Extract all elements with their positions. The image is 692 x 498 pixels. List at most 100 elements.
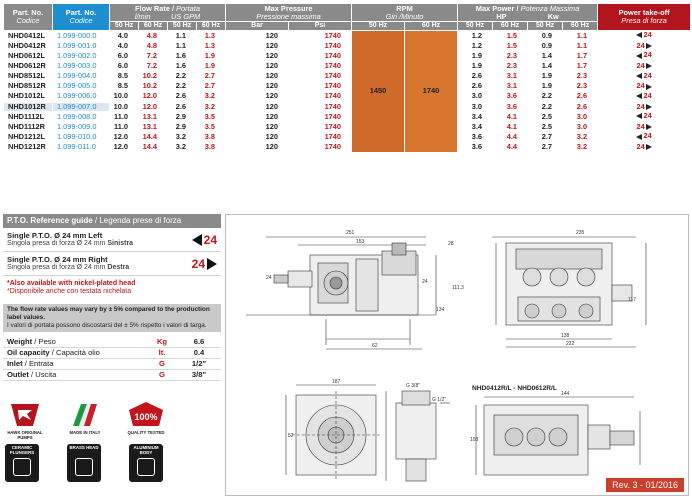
drawing-subtitle: NHD0412R/L - NHD0612R/L [472,385,557,392]
cell-l50: 10.0 [113,102,128,111]
cell-psi: 1740 [324,41,342,50]
svg-text:100%: 100% [134,412,157,422]
rpm-50hz: 1450 [352,31,405,152]
cell-l50: 4.0 [117,41,128,50]
pto-guide-header: P.T.O. Reference guide / Legenda prese d… [3,214,221,228]
cell-kw50: 0.9 [541,41,553,50]
cell-l60: 4.8 [146,41,157,50]
cell-code: 1.099-009.0 [57,122,97,131]
cell-psi: 1740 [324,71,342,81]
cell-code: 1.099-004.0 [57,71,97,81]
cell-kw60: 3.2 [576,132,588,141]
cell-pto: 24 [598,92,690,102]
cell-l50: 12.0 [113,132,128,141]
cell-kw50: 0.9 [541,31,553,40]
ceramic-badge: CERAMIC PLUNGERS [5,444,39,482]
dimension-label: 24 [266,275,272,281]
rpm-60hz: 1740 [405,31,458,152]
cell-hp60: 3.6 [506,102,518,111]
sub-50hz: 50 Hz [458,22,493,30]
cell-kw60: 1.7 [576,62,588,70]
cell-bar: 120 [265,122,278,131]
cell-hp50: 3.6 [471,132,483,141]
cell-pn: NHD0612R [8,62,46,70]
cell-kw60: 3.0 [576,122,588,131]
cell-code: 1.099-003.0 [57,62,97,70]
cell-psi: 1740 [324,112,342,121]
cell-code: 1.099-008.0 [57,112,97,121]
cell-hp60: 3.1 [506,71,518,81]
cell-g50: 2.2 [175,71,186,81]
quality-badge: 100% QUALITY TESTED [123,400,169,436]
cell-bar: 120 [265,102,278,111]
cell-hp60: 4.4 [506,132,518,141]
dimension-label: 103 [470,437,479,443]
cell-bar: 120 [265,132,278,141]
cell-l60: 7.2 [146,62,157,70]
dimension-label: 235 [576,230,585,236]
nickel-note: *Also available with nickel-plated head … [7,280,136,296]
cell-kw50: 2.5 [541,112,553,121]
cell-hp50: 1.9 [471,51,483,60]
quality-seal-icon: 100% [129,402,163,426]
cell-l60: 10.2 [142,82,157,91]
cell-kw60: 2.3 [576,71,588,81]
cell-g50: 2.9 [175,112,186,121]
cell-psi: 1740 [324,132,342,141]
cell-l60: 13.1 [142,122,157,131]
cell-kw60: 1.1 [576,41,588,50]
cell-l60: 7.2 [146,51,157,60]
cell-kw50: 2.2 [541,102,553,111]
cell-hp50: 1.9 [471,62,483,70]
cell-code: 1.099-001.0 [57,41,97,50]
pto-left-icon [636,93,643,99]
brass-badge: BRASS HEAD [67,444,101,482]
cell-pto: 24 [598,103,690,112]
flow-note: The flow rate values may vary by ± 5% co… [3,304,221,333]
cell-g60: 2.7 [204,71,215,81]
dimension-label: 134 [436,307,445,313]
sub-60hz: 60 Hz [197,22,225,30]
cell-l50: 4.0 [117,31,128,40]
cell-hp60: 4.1 [506,112,518,121]
cell-kw50: 2.5 [541,122,553,131]
spec-table: Part. No.Codice Part. No.Codice Flow Rat… [3,3,691,153]
pto-left-icon [636,133,643,140]
pto-right-icon [645,83,652,90]
cell-code: 1.099-000.0 [57,31,97,40]
cell-hp60: 2.3 [506,51,518,60]
cell-l50: 8.5 [117,71,128,81]
dimension-label: 117 [628,297,636,303]
cell-pto: 24 [598,82,690,91]
italy-flag-icon [73,403,97,427]
cell-pto: 24 [598,123,690,132]
cell-pto: 24 [598,72,690,82]
cell-code: 1.099-002.0 [57,51,97,60]
pto-left-symbol: 24 [191,233,217,247]
plungers-icon [13,458,31,476]
cell-pto: 24 [598,51,690,61]
cell-pto: 24 [598,62,690,71]
dimension-label: 24 [422,279,428,285]
cell-l60: 12.0 [142,91,157,101]
cell-kw50: 2.2 [541,91,553,101]
cell-l60: 14.4 [142,143,157,151]
dimension-label: 187 [332,379,341,385]
cell-pn: NHD0412L [8,31,45,40]
cell-code: 1.099-005.0 [57,82,97,91]
cell-pto: 24 [598,42,690,51]
cell-kw50: 1.4 [541,51,553,60]
cell-hp60: 1.5 [506,41,518,50]
cell-code: 1.099-011.0 [57,143,96,151]
cell-hp50: 3.0 [471,91,483,101]
